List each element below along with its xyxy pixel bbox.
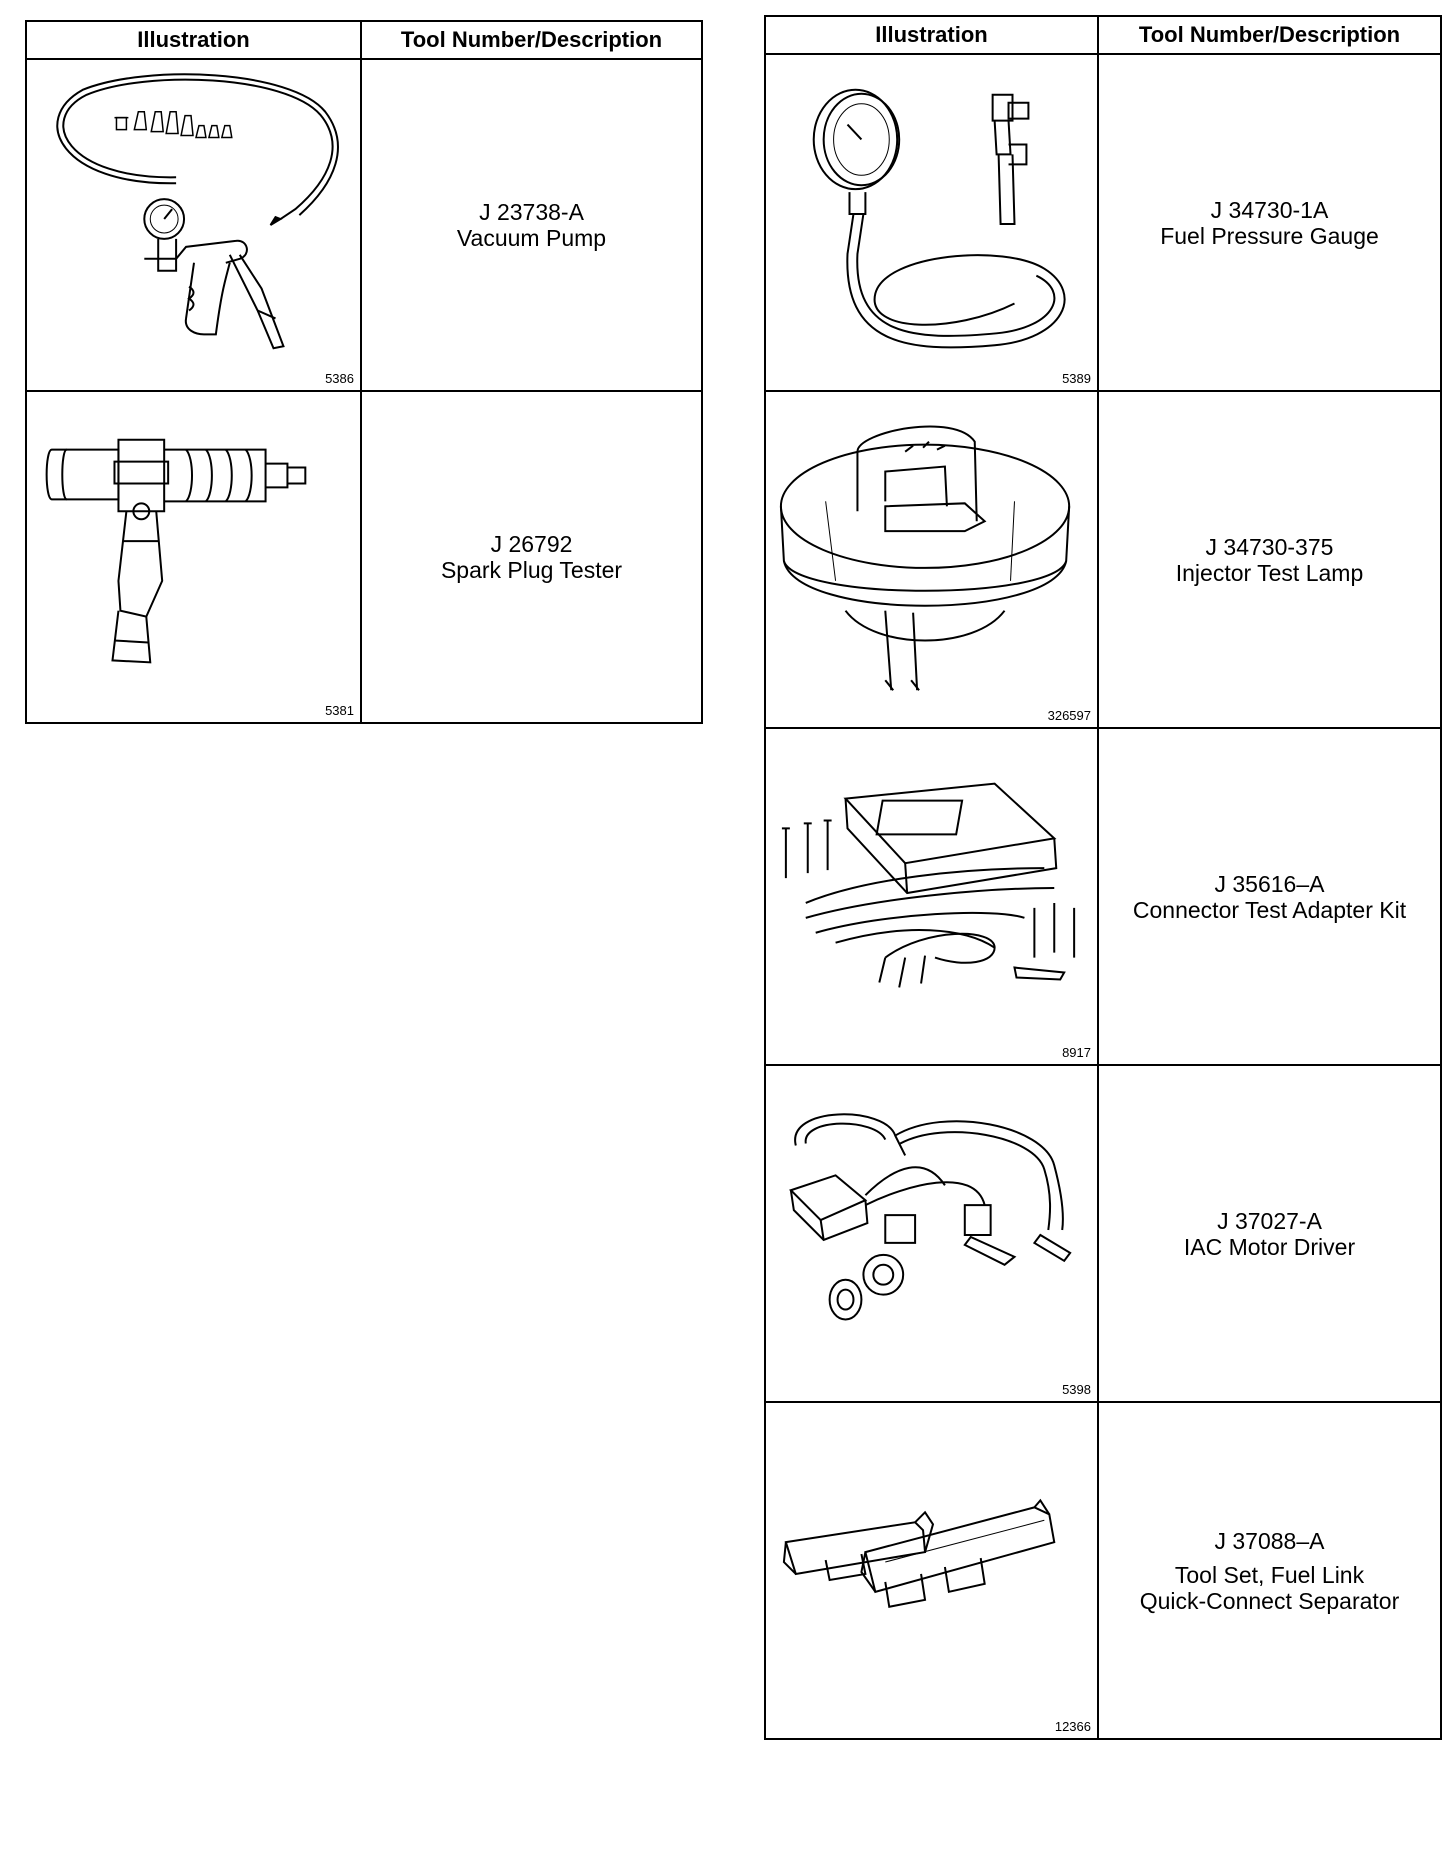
quick-connect-separator-icon bbox=[766, 1403, 1097, 1738]
tool-name-line-1: Tool Set, Fuel Link bbox=[1174, 1561, 1365, 1588]
illustration-cell: 5381 bbox=[25, 390, 362, 725]
tool-number: J 35616–A bbox=[1214, 870, 1325, 897]
illustration-cell: 5398 bbox=[764, 1064, 1099, 1403]
table-row: 5398 J 37027-A IAC Motor Driver bbox=[764, 1064, 1442, 1403]
description-cell: J 35616–A Connector Test Adapter Kit bbox=[1097, 727, 1442, 1066]
table-header-row: Illustration Tool Number/Description bbox=[764, 15, 1442, 55]
tool-number: J 26792 bbox=[490, 531, 573, 558]
description-header: Tool Number/Description bbox=[360, 20, 703, 60]
tool-number: J 37027-A bbox=[1217, 1207, 1322, 1234]
tool-number: J 34730-375 bbox=[1205, 533, 1334, 560]
tool-number: J 34730-1A bbox=[1210, 196, 1329, 223]
tool-name: Injector Test Lamp bbox=[1175, 559, 1364, 586]
illustration-cell: 12366 bbox=[764, 1401, 1099, 1740]
tool-name: IAC Motor Driver bbox=[1183, 1233, 1356, 1260]
description-cell: J 37027-A IAC Motor Driver bbox=[1097, 1064, 1442, 1403]
illustration-cell: 8917 bbox=[764, 727, 1099, 1066]
illustration-cell: 326597 bbox=[764, 390, 1099, 729]
tool-name: Fuel Pressure Gauge bbox=[1160, 222, 1379, 249]
figure-number: 326597 bbox=[1047, 708, 1091, 723]
figure-number: 5381 bbox=[325, 703, 354, 719]
illustration-header: Illustration bbox=[25, 20, 362, 60]
table-row: 5386 J 23738-A Vacuum Pump bbox=[25, 57, 703, 393]
table-row: 326597 J 34730-375 Injector Test Lamp bbox=[764, 390, 1442, 729]
figure-number: 5389 bbox=[1062, 371, 1091, 386]
description-header: Tool Number/Description bbox=[1097, 15, 1442, 55]
table-row: 5389 J 34730-1A Fuel Pressure Gauge bbox=[764, 53, 1442, 392]
tool-name: Connector Test Adapter Kit bbox=[1132, 896, 1407, 923]
description-cell: J 34730-375 Injector Test Lamp bbox=[1097, 390, 1442, 729]
figure-number: 5386 bbox=[325, 371, 354, 387]
description-cell: J 23738-A Vacuum Pump bbox=[360, 57, 703, 393]
figure-number: 8917 bbox=[1062, 1045, 1091, 1060]
injector-test-lamp-icon bbox=[766, 392, 1097, 727]
description-cell: J 37088–A Tool Set, Fuel Link Quick-Conn… bbox=[1097, 1401, 1442, 1740]
description-cell: J 34730-1A Fuel Pressure Gauge bbox=[1097, 53, 1442, 392]
description-cell: J 26792 Spark Plug Tester bbox=[360, 390, 703, 725]
spark-plug-tester-icon bbox=[27, 392, 360, 722]
tool-name: Vacuum Pump bbox=[456, 225, 607, 251]
tool-name: Spark Plug Tester bbox=[440, 557, 623, 584]
illustration-cell: 5389 bbox=[764, 53, 1099, 392]
illustration-cell: 5386 bbox=[25, 57, 362, 393]
tool-number: J 37088–A bbox=[1214, 1527, 1325, 1554]
table-row: 12366 J 37088–A Tool Set, Fuel Link Quic… bbox=[764, 1401, 1442, 1740]
figure-number: 5398 bbox=[1062, 1382, 1091, 1397]
table-row: 5381 J 26792 Spark Plug Tester bbox=[25, 390, 703, 725]
tool-name-line-2: Quick-Connect Separator bbox=[1139, 1587, 1400, 1614]
connector-test-adapter-kit-icon bbox=[766, 729, 1097, 1064]
fuel-pressure-gauge-icon bbox=[766, 55, 1097, 390]
iac-motor-driver-icon bbox=[766, 1066, 1097, 1401]
illustration-header: Illustration bbox=[764, 15, 1099, 55]
table-row: 8917 J 35616–A Connector Test Adapter Ki… bbox=[764, 727, 1442, 1066]
figure-number: 12366 bbox=[1054, 1719, 1091, 1734]
tool-table-left: Illustration Tool Number/Description bbox=[25, 20, 703, 725]
vacuum-pump-icon bbox=[27, 60, 360, 390]
tool-number: J 23738-A bbox=[479, 199, 584, 225]
table-header-row: Illustration Tool Number/Description bbox=[25, 20, 703, 60]
tool-table-right: Illustration Tool Number/Description bbox=[764, 15, 1442, 1740]
